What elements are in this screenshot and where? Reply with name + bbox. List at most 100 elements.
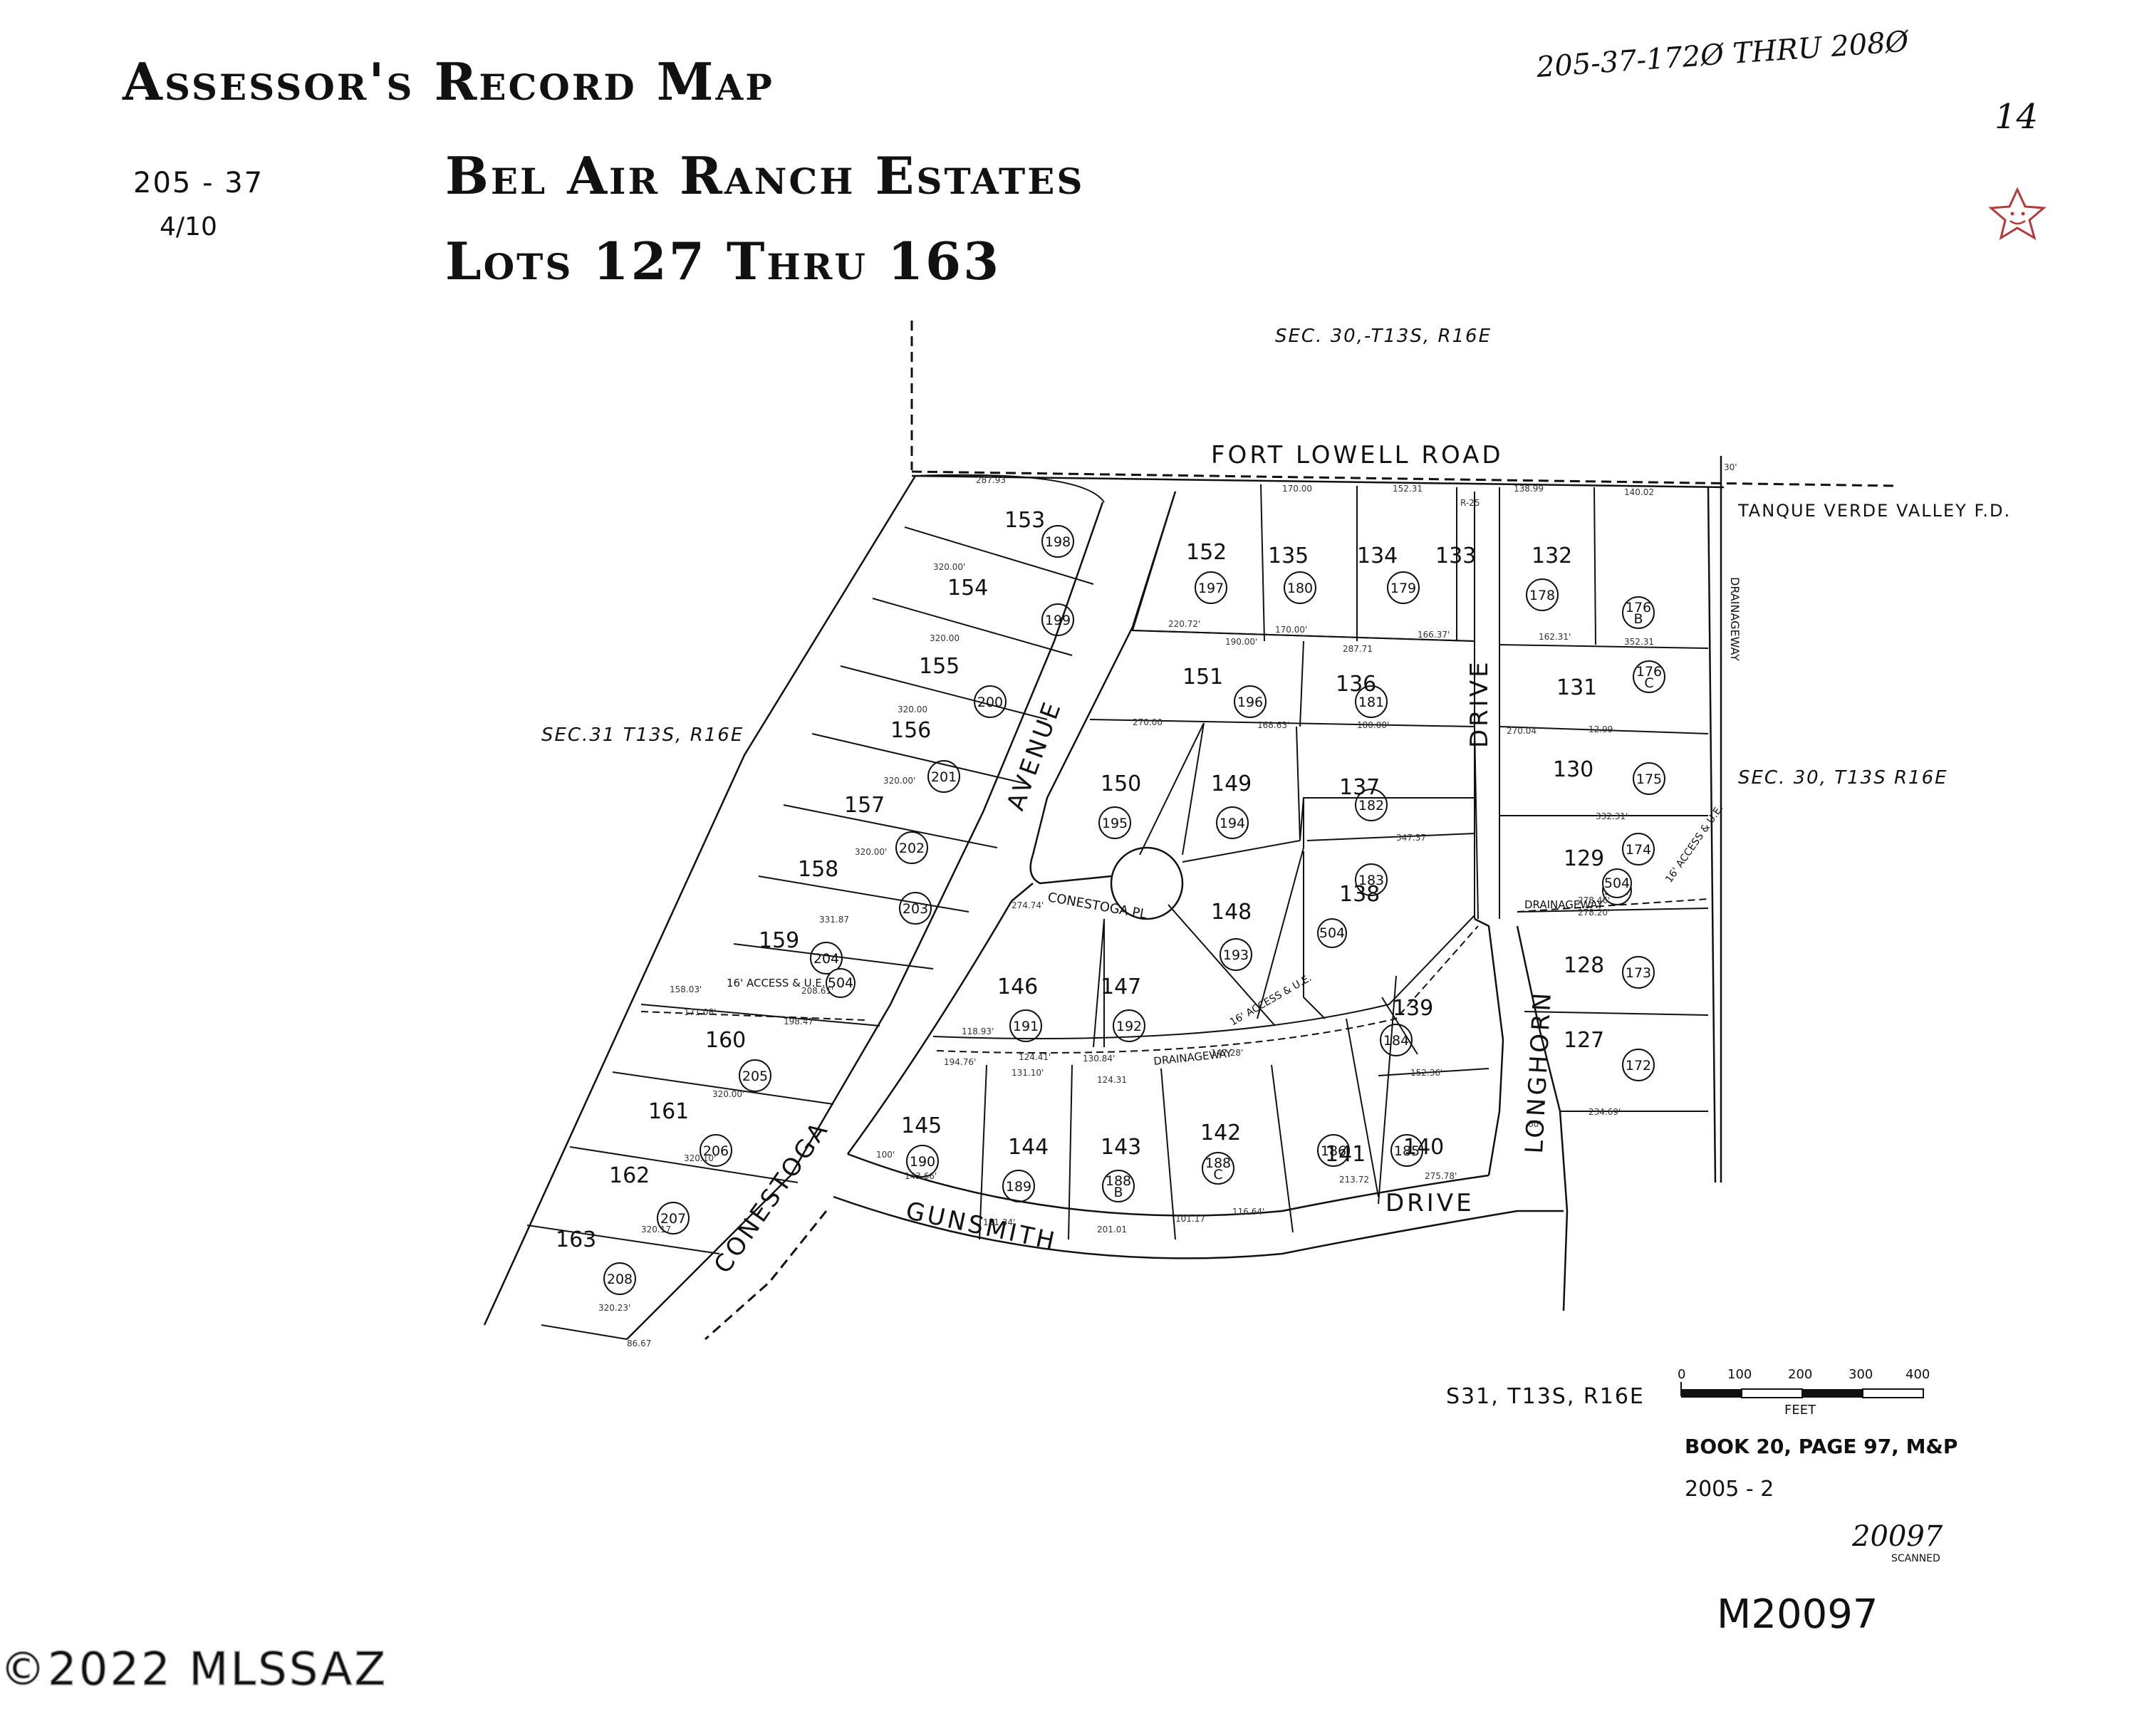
dimension-label: 30' xyxy=(1724,462,1737,472)
tax-parcel-number-208: 208 xyxy=(607,1272,633,1287)
conestoga-pl-cul-de-sac xyxy=(1110,846,1184,920)
tax-parcel-circle-190 xyxy=(906,1145,939,1178)
lot-number-142: 142 xyxy=(1200,1121,1241,1145)
dimension-label: 320.10' xyxy=(684,1153,716,1163)
dimension-label: 101.17 xyxy=(1175,1214,1205,1224)
drainageway-vertical-label: DRAINAGEWAY xyxy=(1728,577,1742,661)
tax-parcel-number-186: 186 xyxy=(1321,1143,1346,1159)
revision-number: 2005 - 2 xyxy=(1685,1477,1774,1502)
scale-tick-300: 300 xyxy=(1849,1367,1873,1382)
lot-number-163: 163 xyxy=(556,1227,596,1252)
tax-parcel-circle-181 xyxy=(1355,685,1388,718)
lot-number-154: 154 xyxy=(947,576,988,601)
tax-parcel-number-200: 200 xyxy=(977,695,1003,710)
tax-parcel-number-182: 182 xyxy=(1358,798,1384,814)
dimension-label: 100' xyxy=(876,1150,895,1160)
lot-number-153: 153 xyxy=(1004,508,1045,533)
dimension-label: 158.03' xyxy=(670,984,702,994)
dimension-label: 320.00 xyxy=(898,705,927,714)
handwritten-range: 205-37-172Ø THRU 208Ø xyxy=(1534,25,1910,84)
dimension-label: 168.63' xyxy=(1257,720,1289,730)
tax-parcel-number-176-B-part-1: B xyxy=(1633,611,1643,627)
tax-parcel-circle-176-B xyxy=(1622,596,1655,629)
south-block-lot-lines xyxy=(979,975,1489,1240)
tax-parcel-number-203: 203 xyxy=(903,901,928,917)
lot-number-139: 139 xyxy=(1393,996,1433,1021)
tax-parcel-number-173: 173 xyxy=(1626,965,1651,981)
dimension-label: 331.87 xyxy=(819,915,849,925)
tax-parcel-number-193: 193 xyxy=(1223,947,1249,963)
avenue-label: AVENUE xyxy=(1002,697,1068,815)
dimension-label: 60' xyxy=(1528,1119,1541,1129)
lot-number-143: 143 xyxy=(1101,1135,1141,1160)
lot-number-151: 151 xyxy=(1182,665,1223,690)
common-area-layer: 504504504504 xyxy=(826,868,1632,998)
stamp-label: SCANNED xyxy=(1891,1553,1940,1564)
dimension-label: 320.00 xyxy=(930,633,960,643)
lot-number-132: 132 xyxy=(1532,544,1572,568)
tax-parcel-circle-199 xyxy=(1041,603,1074,636)
lot-number-133: 133 xyxy=(1435,544,1476,568)
dimension-label: 147.28' xyxy=(1211,1048,1243,1058)
tax-parcel-circle-201 xyxy=(927,760,960,793)
book-sub: 4/10 xyxy=(160,212,217,241)
lot-number-136: 136 xyxy=(1336,672,1376,697)
dimension-label: 116.64' xyxy=(1232,1207,1264,1217)
tax-parcel-number-199: 199 xyxy=(1045,613,1071,628)
tax-parcel-circle-188-B xyxy=(1102,1170,1135,1202)
dimension-label: 124.41' xyxy=(1019,1052,1051,1062)
tax-parcel-number-188-C-part-0: 188 xyxy=(1205,1155,1231,1171)
dimension-label: 274.74' xyxy=(1012,900,1044,910)
dimension-label: 332.31' xyxy=(1596,811,1628,821)
scale-unit: FEET xyxy=(1784,1403,1816,1418)
tax-parcel-number-191: 191 xyxy=(1013,1019,1039,1034)
stamp-number: 20097 xyxy=(1851,1520,1943,1553)
tax-parcel-circle-204 xyxy=(810,942,843,974)
cul-de-sac-west-edge xyxy=(1029,854,1112,885)
tax-parcel-number-197: 197 xyxy=(1198,581,1224,596)
lot-number-156: 156 xyxy=(890,718,931,743)
longhorn-label: LONGHORN xyxy=(1520,989,1557,1154)
tax-parcel-number-196: 196 xyxy=(1237,695,1263,710)
section-label-left: SEC.31 T13S, R16E xyxy=(541,724,744,746)
dimension-label: 320.00' xyxy=(883,776,915,786)
lot-number-158: 158 xyxy=(798,857,838,882)
dimension-label: 170.00 xyxy=(1282,484,1312,494)
longhorn-drive-east-edge xyxy=(1516,925,1569,1311)
tax-parcel-circle-182 xyxy=(1355,789,1388,821)
tax-parcel-circle-203 xyxy=(899,892,932,925)
tax-parcel-number-172: 172 xyxy=(1626,1058,1651,1074)
longhorn-drive-west-edge xyxy=(1474,918,1504,1176)
dimension-label: 320.00' xyxy=(933,562,965,572)
dimension-label: 138.99 xyxy=(1514,484,1544,494)
east-boundary xyxy=(1707,487,1717,1183)
lot-number-149: 149 xyxy=(1211,771,1252,796)
tax-parcel-circle-200 xyxy=(974,685,1007,718)
tax-parcel-circle-202 xyxy=(895,831,928,864)
tax-parcel-circle-180 xyxy=(1284,571,1316,604)
access-label-central: 16' ACCESS & U.E. xyxy=(1228,972,1314,1029)
map-id: M20097 xyxy=(1717,1591,1878,1638)
tax-parcel-number-189: 189 xyxy=(1006,1179,1031,1195)
dimension-label: 162.31' xyxy=(1539,632,1571,642)
dimension-label: 152.36' xyxy=(1410,1068,1442,1078)
lot-number-157: 157 xyxy=(844,793,885,818)
section-label-top: SEC. 30,-T13S, R16E xyxy=(1275,326,1492,347)
tax-parcel-number-179: 179 xyxy=(1390,581,1416,596)
west-lot-145-boundary xyxy=(846,883,1034,1155)
title-line-3: Lots 127 Thru 163 xyxy=(445,231,1001,291)
dimension-label: 131.10' xyxy=(1012,1068,1044,1078)
dimension-label: 170.00' xyxy=(1275,625,1307,635)
tax-parcel-number-176-C-part-1: C xyxy=(1644,675,1653,691)
tax-parcel-circle-206 xyxy=(700,1134,732,1167)
lot-number-130: 130 xyxy=(1553,757,1593,782)
tax-parcel-circle-184 xyxy=(1380,1024,1413,1056)
lot-number-159: 159 xyxy=(759,928,799,953)
tax-parcel-circle-193 xyxy=(1220,938,1252,971)
tax-parcel-number-195: 195 xyxy=(1102,816,1128,831)
tax-parcel-circle-176-C xyxy=(1633,660,1665,693)
lot-number-152: 152 xyxy=(1186,540,1227,565)
star-icon xyxy=(1988,187,2047,241)
dimension-label: 320.17 xyxy=(641,1225,671,1235)
fort-lowell-road-line xyxy=(911,470,1896,487)
